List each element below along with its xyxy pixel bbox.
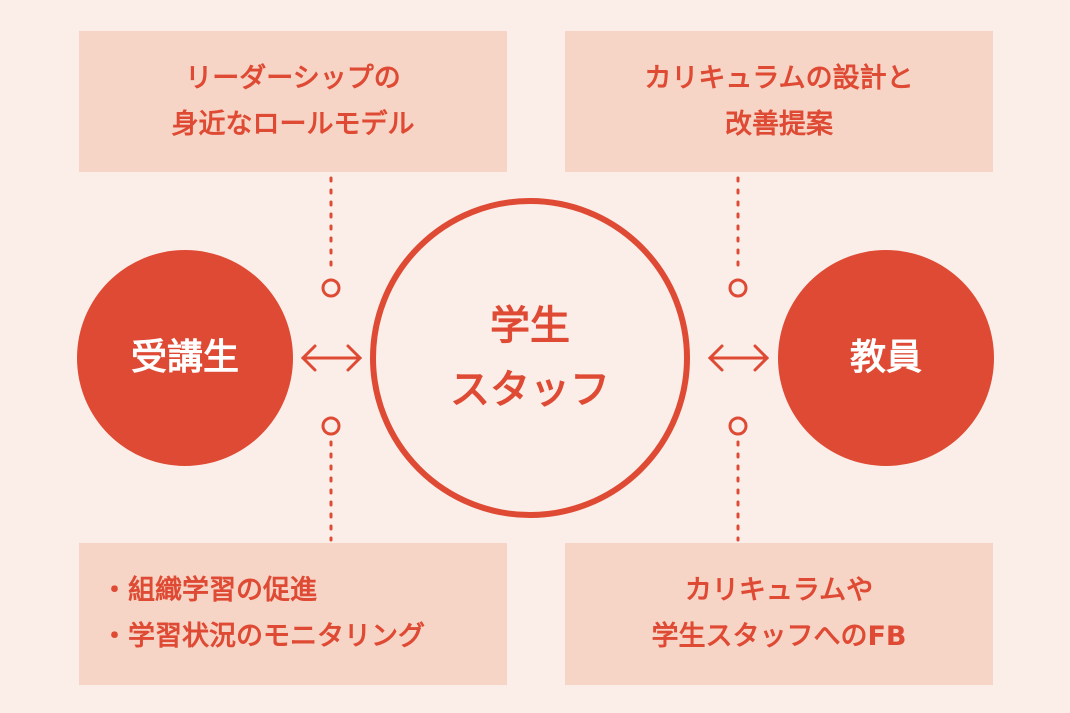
bottom-right-line2: 学生スタッフへのFB <box>651 621 907 652</box>
double-arrow-left-icon <box>300 344 363 372</box>
ring-top-right <box>728 278 748 298</box>
ring-top-left <box>321 278 341 298</box>
top-left-box: リーダーシップの 身近なロールモデル <box>79 31 507 172</box>
top-left-line1: リーダーシップの <box>185 62 401 94</box>
double-arrow-right-icon <box>707 344 770 372</box>
top-right-box: カリキュラムの設計と 改善提案 <box>565 31 993 172</box>
student-staff-node: 学生 スタッフ <box>370 198 690 518</box>
bottom-left-box: ・組織学習の促進 ・学習状況のモニタリング <box>79 543 507 685</box>
faculty-label: 教員 <box>849 337 922 378</box>
center-line2: スタッフ <box>450 367 610 413</box>
bottom-left-item: ・学習状況のモニタリング <box>101 621 425 652</box>
top-right-line1: カリキュラムの設計と <box>644 62 914 94</box>
ring-bottom-right <box>728 416 748 436</box>
bottom-left-item: ・組織学習の促進 <box>101 575 317 606</box>
students-node: 受講生 <box>77 250 293 466</box>
top-left-line2: 身近なロールモデル <box>171 108 415 140</box>
faculty-node: 教員 <box>778 250 994 466</box>
students-label: 受講生 <box>130 337 239 378</box>
ring-bottom-left <box>321 416 341 436</box>
center-line1: 学生 <box>490 303 570 349</box>
bottom-right-line1: カリキュラムや <box>684 575 874 606</box>
bottom-right-box: カリキュラムや 学生スタッフへのFB <box>565 543 993 685</box>
top-right-line2: 改善提案 <box>725 108 833 140</box>
